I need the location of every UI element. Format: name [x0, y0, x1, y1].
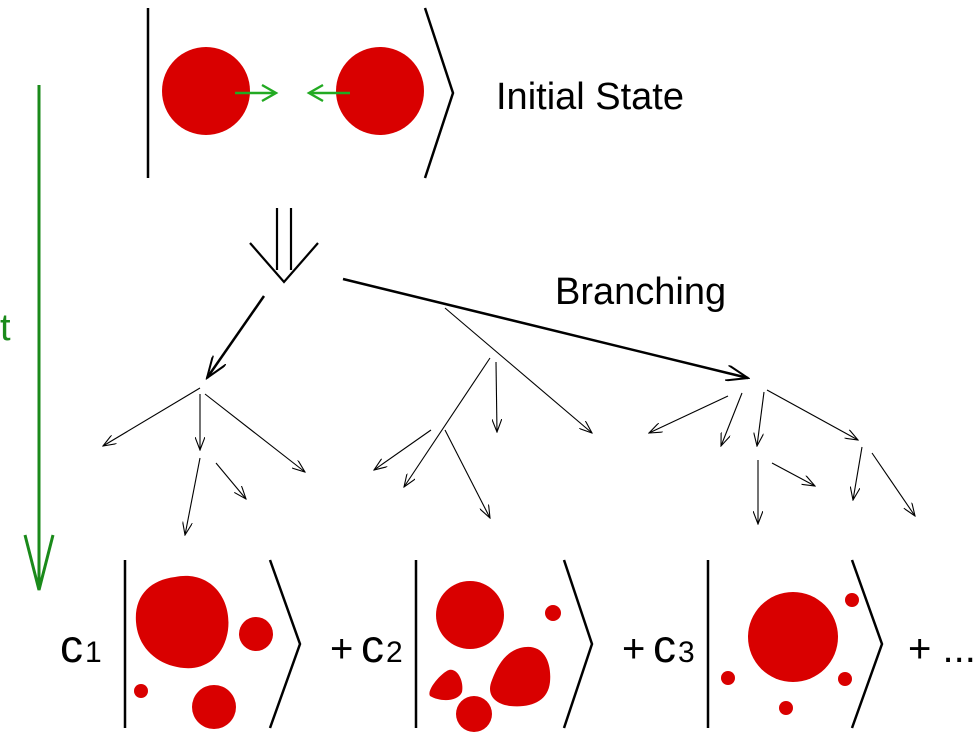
time-arrow	[23, 85, 55, 591]
blob-right-irregular	[490, 646, 551, 707]
outcome-term-2: c2	[361, 559, 594, 732]
branching-main-arrows	[207, 277, 748, 378]
blob-left-teardrop	[429, 669, 463, 701]
ket-right-angle	[423, 7, 455, 179]
ket-right-angle	[268, 559, 302, 729]
plus-1: +	[330, 627, 353, 671]
plus-2: +	[622, 627, 645, 671]
blob-medium-low	[192, 685, 236, 729]
blob-dot	[545, 605, 561, 621]
blob-medium	[239, 617, 273, 651]
blob-upper	[436, 581, 504, 649]
blob-small	[134, 684, 148, 698]
branch-tree	[103, 307, 915, 535]
blob-dot-right	[838, 672, 852, 686]
ellipsis-term: + ...	[908, 627, 976, 671]
initial-blob-left	[162, 47, 250, 135]
collision-arrow-right-icon	[235, 83, 279, 103]
time-label: t	[0, 307, 11, 349]
initial-blob-right	[336, 47, 424, 135]
blob-dot-left	[721, 671, 735, 685]
coefficient-c1: c1	[60, 620, 102, 672]
blob-dot-bottom	[779, 701, 793, 715]
initial-state-ket	[146, 7, 455, 179]
ket-right-angle	[850, 559, 884, 729]
initial-state-label: Initial State	[496, 76, 684, 118]
outcome-term-3: c3	[653, 559, 884, 729]
blob-large	[135, 575, 229, 669]
blob-bottom	[456, 696, 492, 732]
collision-arrow-left-icon	[306, 83, 350, 103]
branching-label: Branching	[555, 271, 726, 313]
evolution-double-arrow	[249, 208, 319, 284]
coefficient-c3: c3	[653, 620, 695, 672]
blob-dot-top	[845, 593, 859, 607]
outcome-term-1: c1	[60, 559, 302, 729]
blob-center-large	[748, 592, 838, 682]
ket-right-angle	[562, 559, 594, 729]
coefficient-c2: c2	[361, 620, 403, 672]
